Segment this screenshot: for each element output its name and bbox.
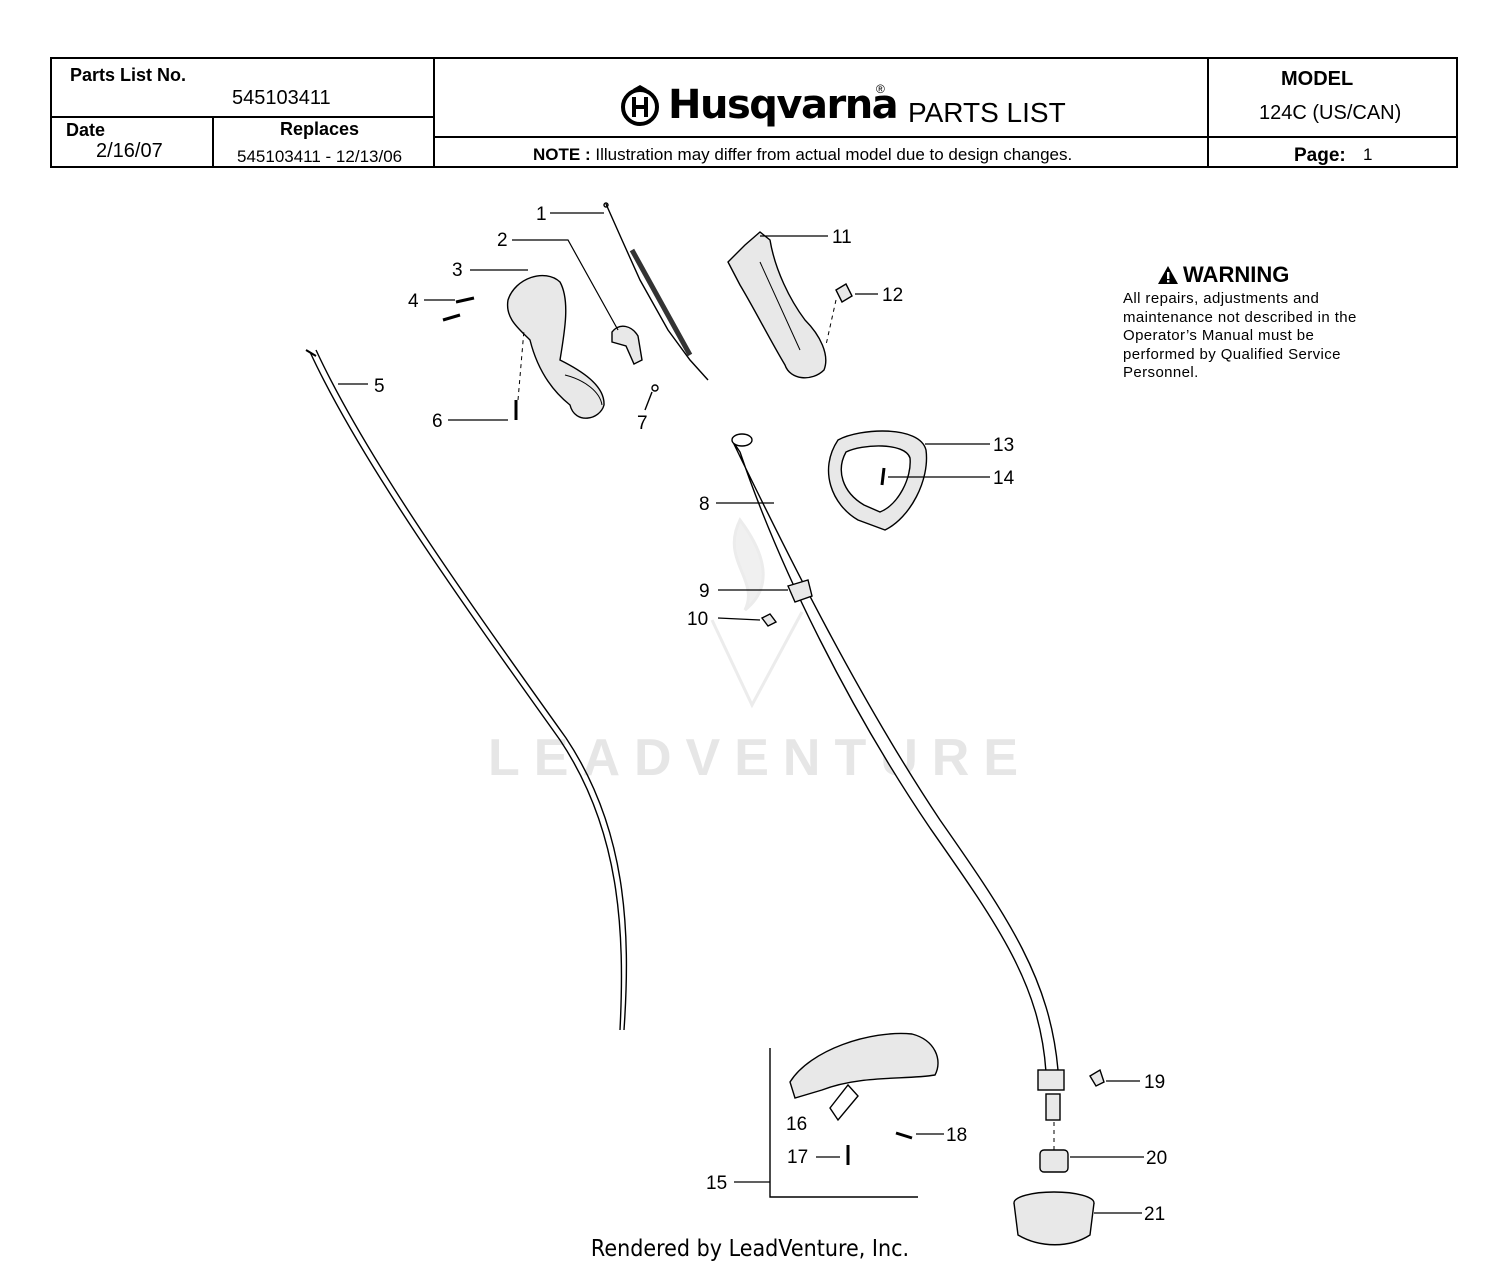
callout-9: 9 — [699, 581, 710, 602]
model-value: 124C (US/CAN) — [1259, 102, 1402, 124]
part-16-guard — [789, 1032, 939, 1122]
note-text: Illustration may differ from actual mode… — [595, 145, 1073, 164]
husqvarna-crown-icon — [621, 85, 659, 126]
callout-21: 21 — [1144, 1204, 1165, 1225]
part-19-clamp — [1089, 1068, 1105, 1087]
callout-13: 13 — [993, 435, 1014, 456]
callout-16: 16 — [786, 1114, 807, 1135]
callout-8: 8 — [699, 494, 710, 515]
date-value: 2/16/07 — [96, 140, 163, 162]
note-label: NOTE : — [533, 145, 591, 164]
divider — [433, 59, 435, 166]
warning-title: WARNING — [1157, 262, 1383, 288]
callout-7: 7 — [637, 413, 648, 434]
leader-lines — [338, 212, 1144, 1214]
callout-14: 14 — [993, 468, 1015, 489]
warning-text: All repairs, adjustments and maintenance… — [1123, 290, 1357, 381]
part-4-screws — [442, 296, 475, 322]
part-20-nut — [1039, 1149, 1069, 1173]
parts-list-label: Parts List No. — [70, 65, 187, 85]
part-2-throttle-trigger — [611, 325, 643, 365]
part-3-handle-grip — [506, 274, 605, 419]
divider — [52, 116, 433, 118]
part-11-handle-housing — [727, 231, 827, 379]
part-7-spring — [644, 384, 659, 411]
warning-title-text: WARNING — [1183, 262, 1290, 287]
page-label: Page: — [1294, 145, 1346, 166]
date-label: Date — [66, 120, 106, 140]
callout-18: 18 — [946, 1125, 967, 1146]
callout-2: 2 — [497, 230, 508, 251]
part-15-guard-assembly-bracket — [769, 1048, 918, 1198]
replaces-label: Replaces — [280, 119, 360, 139]
part-5-drive-shaft — [305, 349, 628, 1031]
note: NOTE : Illustration may differ from actu… — [533, 145, 1072, 165]
callout-3: 3 — [452, 260, 463, 281]
watermark: LEADVENTURE — [488, 729, 1033, 787]
part-12-switch — [825, 283, 853, 346]
divider — [1207, 136, 1456, 138]
callout-1: 1 — [536, 204, 547, 225]
divider — [1207, 59, 1209, 166]
part-10-nut — [760, 613, 778, 627]
callout-10: 10 — [687, 609, 708, 630]
registered-mark: ® — [876, 82, 885, 96]
callout-17: 17 — [787, 1147, 808, 1168]
callout-labels: 1 2 3 4 5 6 7 8 9 10 11 12 13 14 15 16 1… — [374, 204, 1167, 1225]
part-6-screw — [514, 329, 525, 420]
part-8-shaft-tube — [731, 433, 1059, 1073]
brand-logo: Husqvarna ® — [618, 80, 899, 130]
shaft-bottom-fitting — [1037, 1069, 1065, 1150]
header-table: Parts List No. 545103411 Date 2/16/07 Re… — [50, 57, 1458, 168]
footer-credit: Rendered by LeadVenture, Inc. — [590, 1236, 910, 1262]
callout-5: 5 — [374, 376, 385, 397]
page-value: 1 — [1363, 145, 1373, 164]
warning-box: WARNING All repairs, adjustments and mai… — [1123, 262, 1383, 383]
callout-6: 6 — [432, 411, 443, 432]
callout-15: 15 — [706, 1173, 727, 1194]
callout-4: 4 — [408, 291, 419, 312]
divider — [212, 116, 214, 166]
callout-12: 12 — [882, 285, 903, 306]
brand-name: Husqvarna — [668, 82, 899, 128]
part-14-screw — [880, 467, 886, 486]
part-18-screw — [895, 1131, 913, 1140]
callout-11: 11 — [832, 227, 852, 248]
document-type: PARTS LIST — [908, 97, 1066, 128]
part-21-trimmer-head — [1013, 1191, 1095, 1246]
divider — [433, 136, 1456, 138]
callout-20: 20 — [1146, 1148, 1167, 1169]
model-label: MODEL — [1281, 68, 1354, 90]
replaces-value: 545103411 - 12/13/06 — [237, 147, 403, 166]
callout-19: 19 — [1144, 1072, 1165, 1093]
parts-list-number: 545103411 — [232, 87, 331, 109]
part-1-throttle-cable — [603, 202, 709, 381]
part-9-clamp — [787, 579, 813, 603]
part-13-front-handle — [827, 430, 928, 531]
warning-icon — [1158, 266, 1178, 284]
watermark-logo — [710, 517, 804, 709]
